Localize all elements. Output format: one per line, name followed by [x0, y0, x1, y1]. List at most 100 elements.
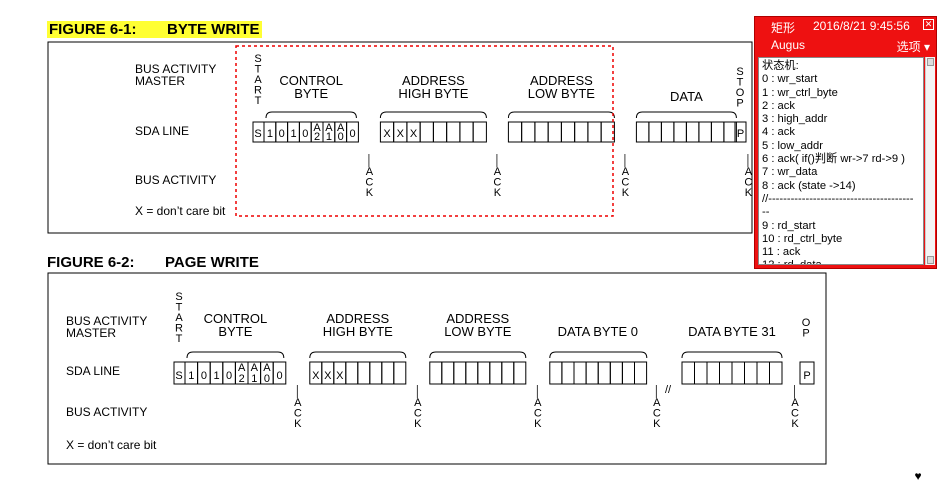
control-bit: 0: [276, 370, 282, 382]
figure-number: FIGURE 6-1:: [49, 21, 137, 38]
note-line: 7 : wr_data: [762, 166, 818, 179]
stop-label: O: [736, 87, 745, 99]
stop-label: P: [802, 328, 809, 340]
ack-label: K: [622, 187, 630, 199]
address-low-bit-box: [441, 361, 455, 385]
sda-line-label: SDA LINE: [66, 364, 120, 378]
ack-label: C: [744, 177, 752, 189]
control-bit: 1: [326, 131, 332, 143]
address-high-bracket: [309, 351, 407, 359]
address-low-bit-box: [600, 121, 615, 143]
ack-tick: │: [534, 384, 541, 399]
note-line: 5 : low_addr: [762, 139, 823, 152]
address-high-byte-label: ADDRESS: [402, 73, 465, 88]
ack-label: A: [534, 397, 542, 409]
address-low-bit-box: [587, 121, 602, 143]
figure-6-2-title: FIGURE 6-2:PAGE WRITE: [47, 254, 259, 271]
dashed-highlight-box: [235, 45, 614, 217]
ack-label: C: [621, 177, 629, 189]
start-label: R: [175, 323, 183, 335]
ack-label: K: [294, 418, 302, 430]
figure-6-1-title: FIGURE 6-1:BYTE WRITE: [47, 21, 262, 38]
note-line: 状态机:: [762, 60, 799, 72]
data-byte-31-bit-box: [694, 361, 708, 385]
heart-icon: ♥: [914, 469, 921, 483]
bus-activity-master-label: MASTER: [66, 326, 116, 340]
start-label: R: [254, 85, 262, 97]
note-line: 4 : ack: [762, 126, 795, 139]
start-label: T: [176, 302, 183, 314]
note-line: 0 : wr_start: [762, 73, 818, 86]
stop-label: T: [737, 77, 744, 89]
note-author: Augus: [771, 38, 806, 52]
note-line: 12 : rd_data: [762, 259, 923, 264]
data-byte-0-bit-box: [597, 361, 611, 385]
close-icon[interactable]: ✕: [923, 19, 934, 30]
ack-tick: │: [294, 384, 301, 399]
note-line: 9 : rd_start: [762, 219, 816, 232]
address-low-bit-box: [453, 361, 467, 385]
scroll-down-icon[interactable]: [927, 256, 934, 264]
ack-label: K: [791, 418, 799, 430]
address-low-bit-box: [547, 121, 562, 143]
data-bit-box: [685, 121, 700, 143]
note-line: 10 : rd_ctrl_byte: [762, 232, 843, 245]
stop-bit: P: [737, 128, 744, 140]
ack-label: C: [493, 177, 501, 189]
note-line: 11 : ack: [762, 246, 801, 259]
data-byte-31-bit-box: [744, 361, 758, 385]
bus-activity-label: BUS ACTIVITY: [135, 173, 216, 187]
note-header: 矩形 2016/8/21 9:45:56 ✕ Augus 选项 ▾: [755, 17, 936, 57]
control-bit: A: [238, 362, 246, 374]
address-high-bit-box: [459, 121, 474, 143]
stop-bit: P: [803, 370, 810, 382]
bus-activity-master-label: MASTER: [135, 74, 185, 88]
address-low-bit-box: [507, 121, 523, 143]
control-bit: A: [251, 362, 259, 374]
note-title: 矩形: [771, 21, 796, 35]
note-line: 2 : ack: [762, 99, 795, 112]
ack-label: K: [534, 418, 542, 430]
data-byte-31-bit-box: [706, 361, 720, 385]
bus-activity-label: BUS ACTIVITY: [66, 405, 147, 419]
note-line: 6 : ack( if()判断 wr->7 rd->9 ): [762, 153, 905, 166]
ack-label: C: [365, 177, 373, 189]
data-byte-31-bit-box: [731, 361, 745, 385]
dont-care-bit: X: [397, 128, 405, 140]
ack-label: C: [414, 408, 422, 420]
control-bit: 1: [251, 373, 257, 385]
note-line: 3 : high_addr: [762, 113, 828, 126]
data-bit-box: [648, 121, 662, 143]
ack-tick: │: [366, 153, 373, 168]
note-scrollbar[interactable]: [925, 57, 935, 265]
control-bit: A: [325, 122, 333, 134]
control-bit: 1: [188, 370, 194, 382]
address-high-byte-label: HIGH BYTE: [398, 86, 468, 101]
stop-label: P: [736, 98, 743, 110]
ack-tick: │: [745, 153, 752, 168]
control-bit: 0: [349, 128, 355, 140]
stop-label: S: [736, 66, 743, 78]
control-bit: 0: [279, 128, 285, 140]
start-label: A: [254, 74, 262, 86]
data-byte-31-bracket: [681, 351, 783, 359]
address-low-bit-box: [477, 361, 491, 385]
ack-label: A: [791, 397, 799, 409]
ack-label: A: [494, 166, 502, 178]
annotation-note[interactable]: 矩形 2016/8/21 9:45:56 ✕ Augus 选项 ▾ 状态机:0 …: [754, 16, 937, 269]
address-low-bit-box: [465, 361, 479, 385]
start-label: T: [255, 64, 262, 76]
note-options-button[interactable]: 选项 ▾: [896, 40, 930, 54]
address-high-bit-box: [432, 121, 448, 143]
note-line: 1 : wr_ctrl_byte: [762, 86, 838, 99]
scroll-up-icon[interactable]: [927, 58, 934, 66]
data-byte-0-bit-box: [609, 361, 623, 385]
break-mark: //: [665, 384, 672, 396]
address-low-byte-label: ADDRESS: [530, 73, 593, 88]
control-bit: 2: [314, 131, 320, 143]
figure-name: PAGE WRITE: [165, 254, 259, 271]
dont-care-bit: X: [410, 128, 418, 140]
data-bit-box: [698, 121, 712, 143]
address-low-bit-box: [574, 121, 589, 143]
